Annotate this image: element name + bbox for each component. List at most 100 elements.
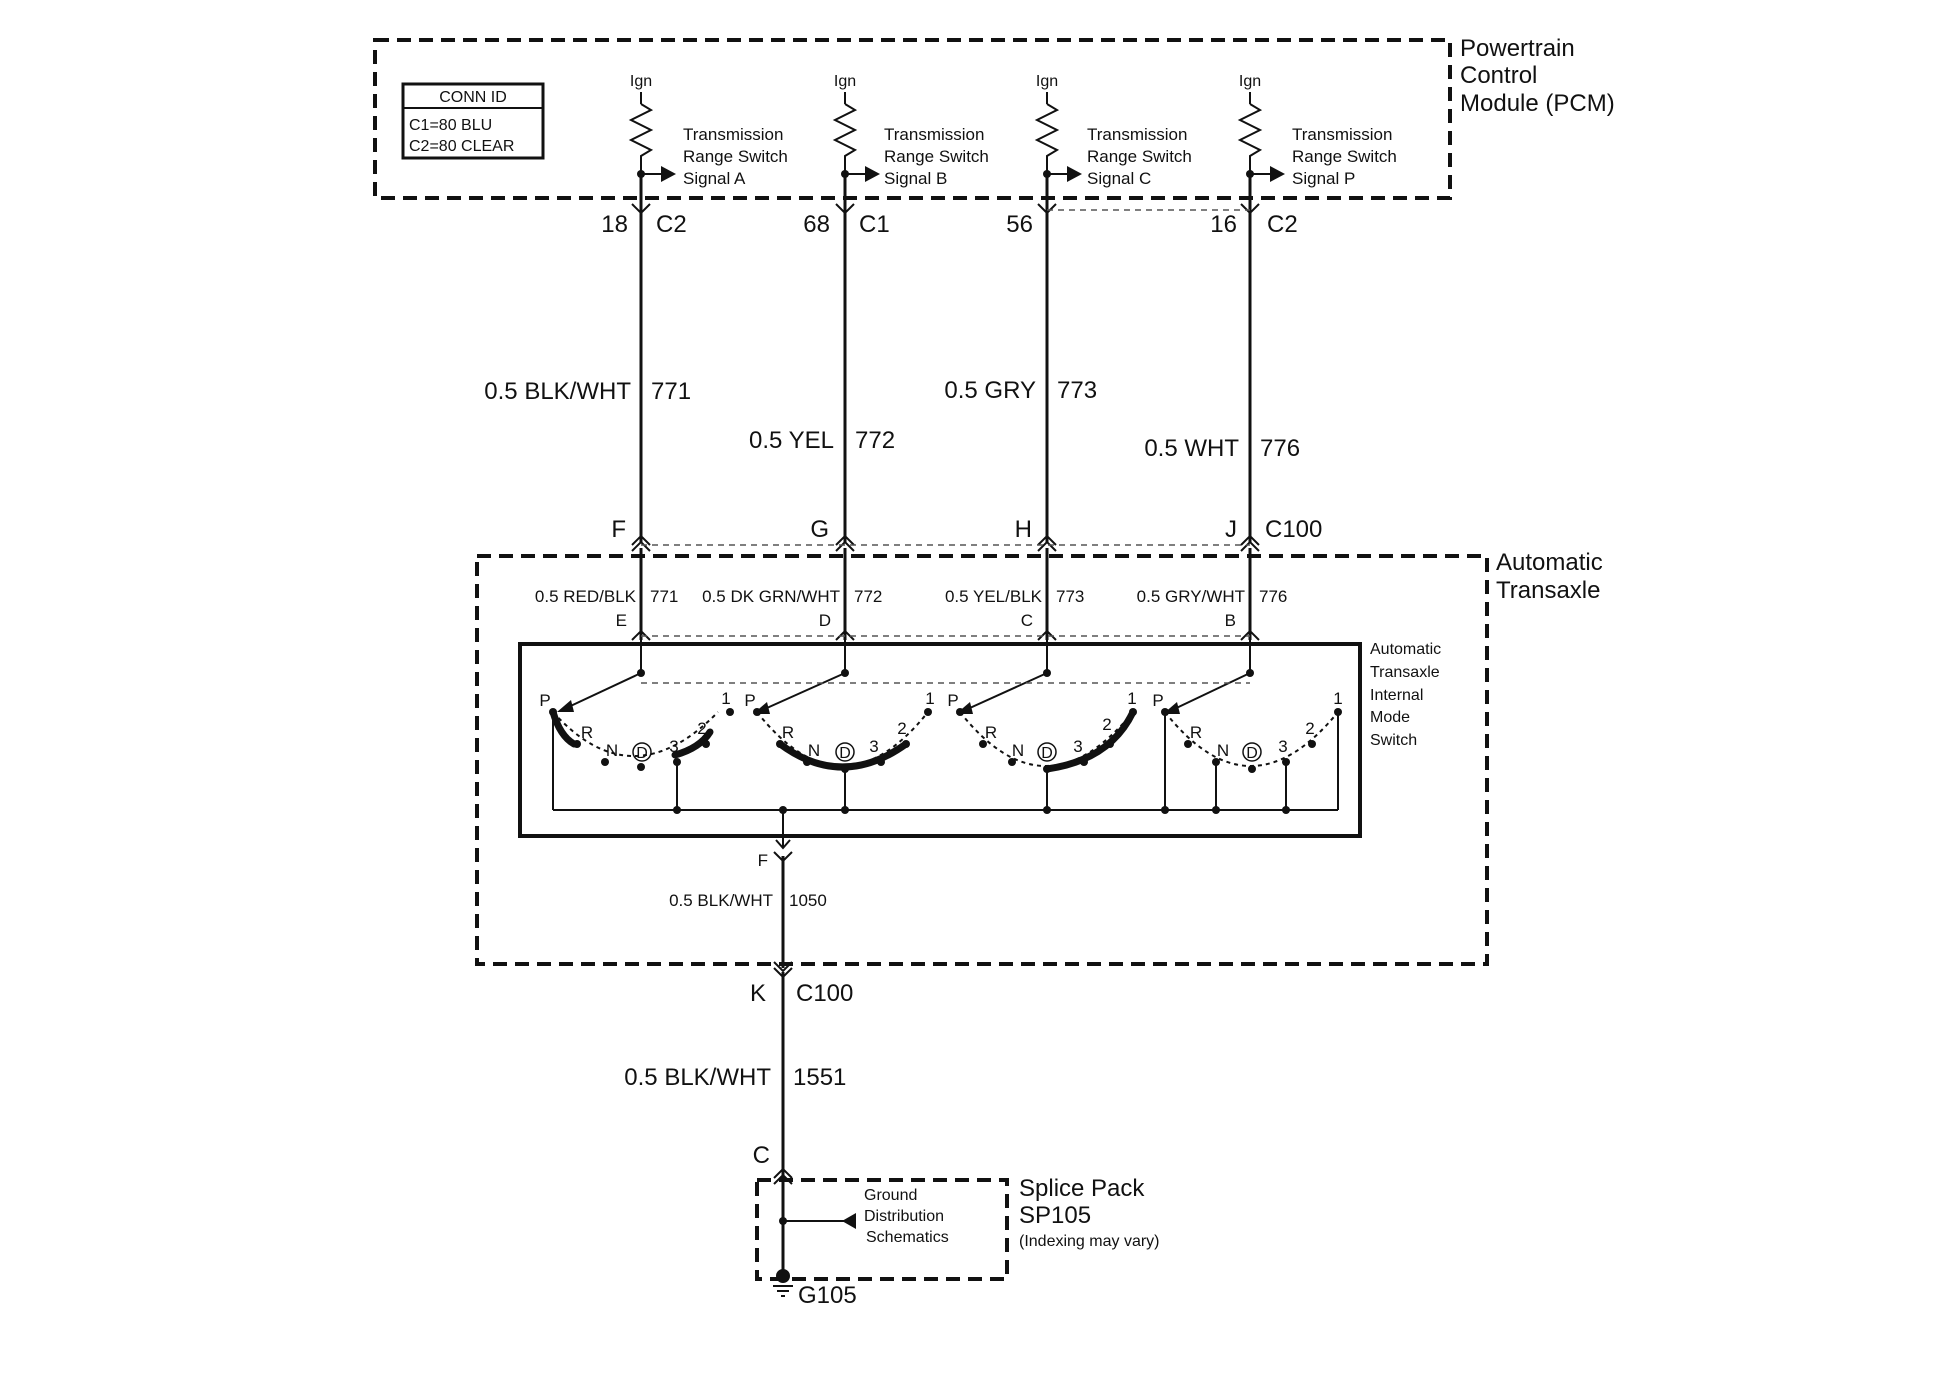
c100-pin-g: G: [810, 516, 829, 543]
signal-arrow-c: [1067, 166, 1082, 182]
pullup-resistor-p: [1237, 103, 1263, 176]
pos-b-2: 2: [897, 719, 906, 738]
signal-c-line1: Transmission: [1087, 125, 1187, 144]
pos-c-3: 3: [1073, 737, 1082, 756]
wire-c-circuit: 773: [1057, 377, 1097, 404]
int-wire-e-color: 0.5 RED/BLK: [535, 587, 637, 606]
pos-c-r: R: [985, 723, 997, 742]
transaxle-title-line2: Transaxle: [1496, 577, 1600, 604]
signal-a-line1: Transmission: [683, 125, 783, 144]
c100-pin-f: F: [611, 516, 626, 543]
pos-a-r: R: [581, 723, 593, 742]
pos-p-1: 1: [1333, 689, 1342, 708]
pos-b-3: 3: [869, 737, 878, 756]
int-pin-c: C: [1021, 611, 1033, 630]
wire-b-circuit: 772: [855, 427, 895, 454]
wire-b-color: 0.5 YEL: [749, 427, 834, 454]
c100-top-label: C100: [1265, 516, 1322, 543]
pos-c-n: N: [1012, 741, 1024, 760]
signal-arrow-a: [661, 166, 676, 182]
pullup-resistor-c: [1034, 103, 1060, 176]
pin-18: 18: [601, 211, 628, 238]
pcm-title-line2: Control: [1460, 62, 1537, 89]
pos-b-p: P: [744, 691, 755, 710]
int-pin-b: B: [1225, 611, 1236, 630]
signal-column-p: Ign Transmission Range Switch Signal P 1…: [1144, 73, 1397, 543]
switch-label-line4: Mode: [1370, 709, 1410, 726]
int-wire-b-color: 0.5 GRY/WHT: [1137, 587, 1245, 606]
ground-label: G105: [798, 1282, 857, 1309]
int-pin-e: E: [616, 611, 627, 630]
pin-68: 68: [803, 211, 830, 238]
wire-a-circuit: 771: [651, 378, 691, 405]
c100-pin-j: J: [1225, 516, 1237, 543]
conn-id-c2: C2=80 CLEAR: [409, 138, 514, 155]
pos-p-2: 2: [1305, 719, 1314, 738]
signal-b-line1: Transmission: [884, 125, 984, 144]
signal-column-c: Ign Transmission Range Switch Signal C 5…: [944, 73, 1192, 543]
splice-title-line1: Splice Pack: [1019, 1175, 1145, 1202]
ground-ref-line1: Ground: [864, 1187, 917, 1204]
signal-c-line3: Signal C: [1087, 169, 1151, 188]
signal-arrow-b: [865, 166, 880, 182]
switch-label-line1: Automatic: [1370, 641, 1441, 658]
connector-p: C2: [1267, 211, 1298, 238]
pos-c-1: 1: [1127, 689, 1136, 708]
switch-label-line3: Internal: [1370, 687, 1423, 704]
ign-label-c: Ign: [1036, 73, 1058, 90]
signal-column-a: Ign Transmission Range Switch Signal A 1…: [484, 73, 788, 543]
ground-ref-line3: Schematics: [866, 1229, 949, 1246]
ground-ref-line2: Distribution: [864, 1208, 944, 1225]
pos-b-r: R: [782, 723, 794, 742]
pos-c-2: 2: [1102, 715, 1111, 734]
signal-p-line2: Range Switch: [1292, 147, 1397, 166]
switch-ground-bus: [552, 712, 1339, 850]
switch-group-p: P R N D 3 2 1: [1152, 640, 1343, 773]
pos-p-r: R: [1190, 723, 1202, 742]
pos-p-n: N: [1217, 741, 1229, 760]
transaxle-title-line1: Automatic: [1496, 549, 1603, 576]
pos-b-n: N: [808, 741, 820, 760]
signal-a-line2: Range Switch: [683, 147, 788, 166]
pos-b-d: D: [839, 745, 851, 762]
splice-title-line2: SP105: [1019, 1202, 1091, 1229]
pos-c-p: P: [947, 691, 958, 710]
c100-top-connector: [631, 534, 1260, 552]
c100-bottom-label: C100: [796, 980, 853, 1007]
pos-p-d: D: [1246, 745, 1258, 762]
signal-a-line3: Signal A: [683, 169, 746, 188]
wire-a-color: 0.5 BLK/WHT: [484, 378, 631, 405]
pcm-title-line1: Powertrain: [1460, 35, 1575, 62]
int-ground-wire: 0.5 BLK/WHT: [669, 891, 773, 910]
wire-p-circuit: 776: [1260, 435, 1300, 462]
connector-b: C1: [859, 211, 890, 238]
bottom-wire-color: 0.5 BLK/WHT: [624, 1064, 771, 1091]
wire-c-color: 0.5 GRY: [944, 377, 1036, 404]
ign-label-b: Ign: [834, 73, 856, 90]
wire-p-color: 0.5 WHT: [1144, 435, 1239, 462]
signal-arrow-p: [1270, 166, 1285, 182]
bottom-wire-circuit: 1551: [793, 1064, 846, 1091]
pullup-resistor-b: [832, 103, 858, 176]
int-ground-pin: F: [758, 851, 768, 870]
pos-b-1: 1: [925, 689, 934, 708]
switch-group-c: P R N D 3 2 1: [947, 640, 1137, 773]
int-wire-d-color: 0.5 DK GRN/WHT: [702, 587, 840, 606]
signal-b-line3: Signal B: [884, 169, 947, 188]
signal-column-b: Ign Transmission Range Switch Signal B 6…: [749, 73, 989, 543]
connector-a: C2: [656, 211, 687, 238]
ground-ref-arrow: [842, 1213, 856, 1229]
transaxle-boundary: [475, 554, 1489, 966]
switch-group-a: P R N D 3 2 1: [539, 640, 734, 771]
signal-b-line2: Range Switch: [884, 147, 989, 166]
pos-p-3: 3: [1278, 737, 1287, 756]
int-wire-e-circuit: 771: [650, 587, 678, 606]
int-wire-d-circuit: 772: [854, 587, 882, 606]
int-wire-b-circuit: 776: [1259, 587, 1287, 606]
pin-16: 16: [1210, 211, 1237, 238]
internal-wires: [631, 548, 1260, 641]
pcm-title-line3: Module (PCM): [1460, 90, 1615, 117]
pcm-boundary: [373, 38, 1452, 200]
pin-56: 56: [1006, 211, 1033, 238]
c100-bottom-pin: K: [750, 980, 766, 1007]
